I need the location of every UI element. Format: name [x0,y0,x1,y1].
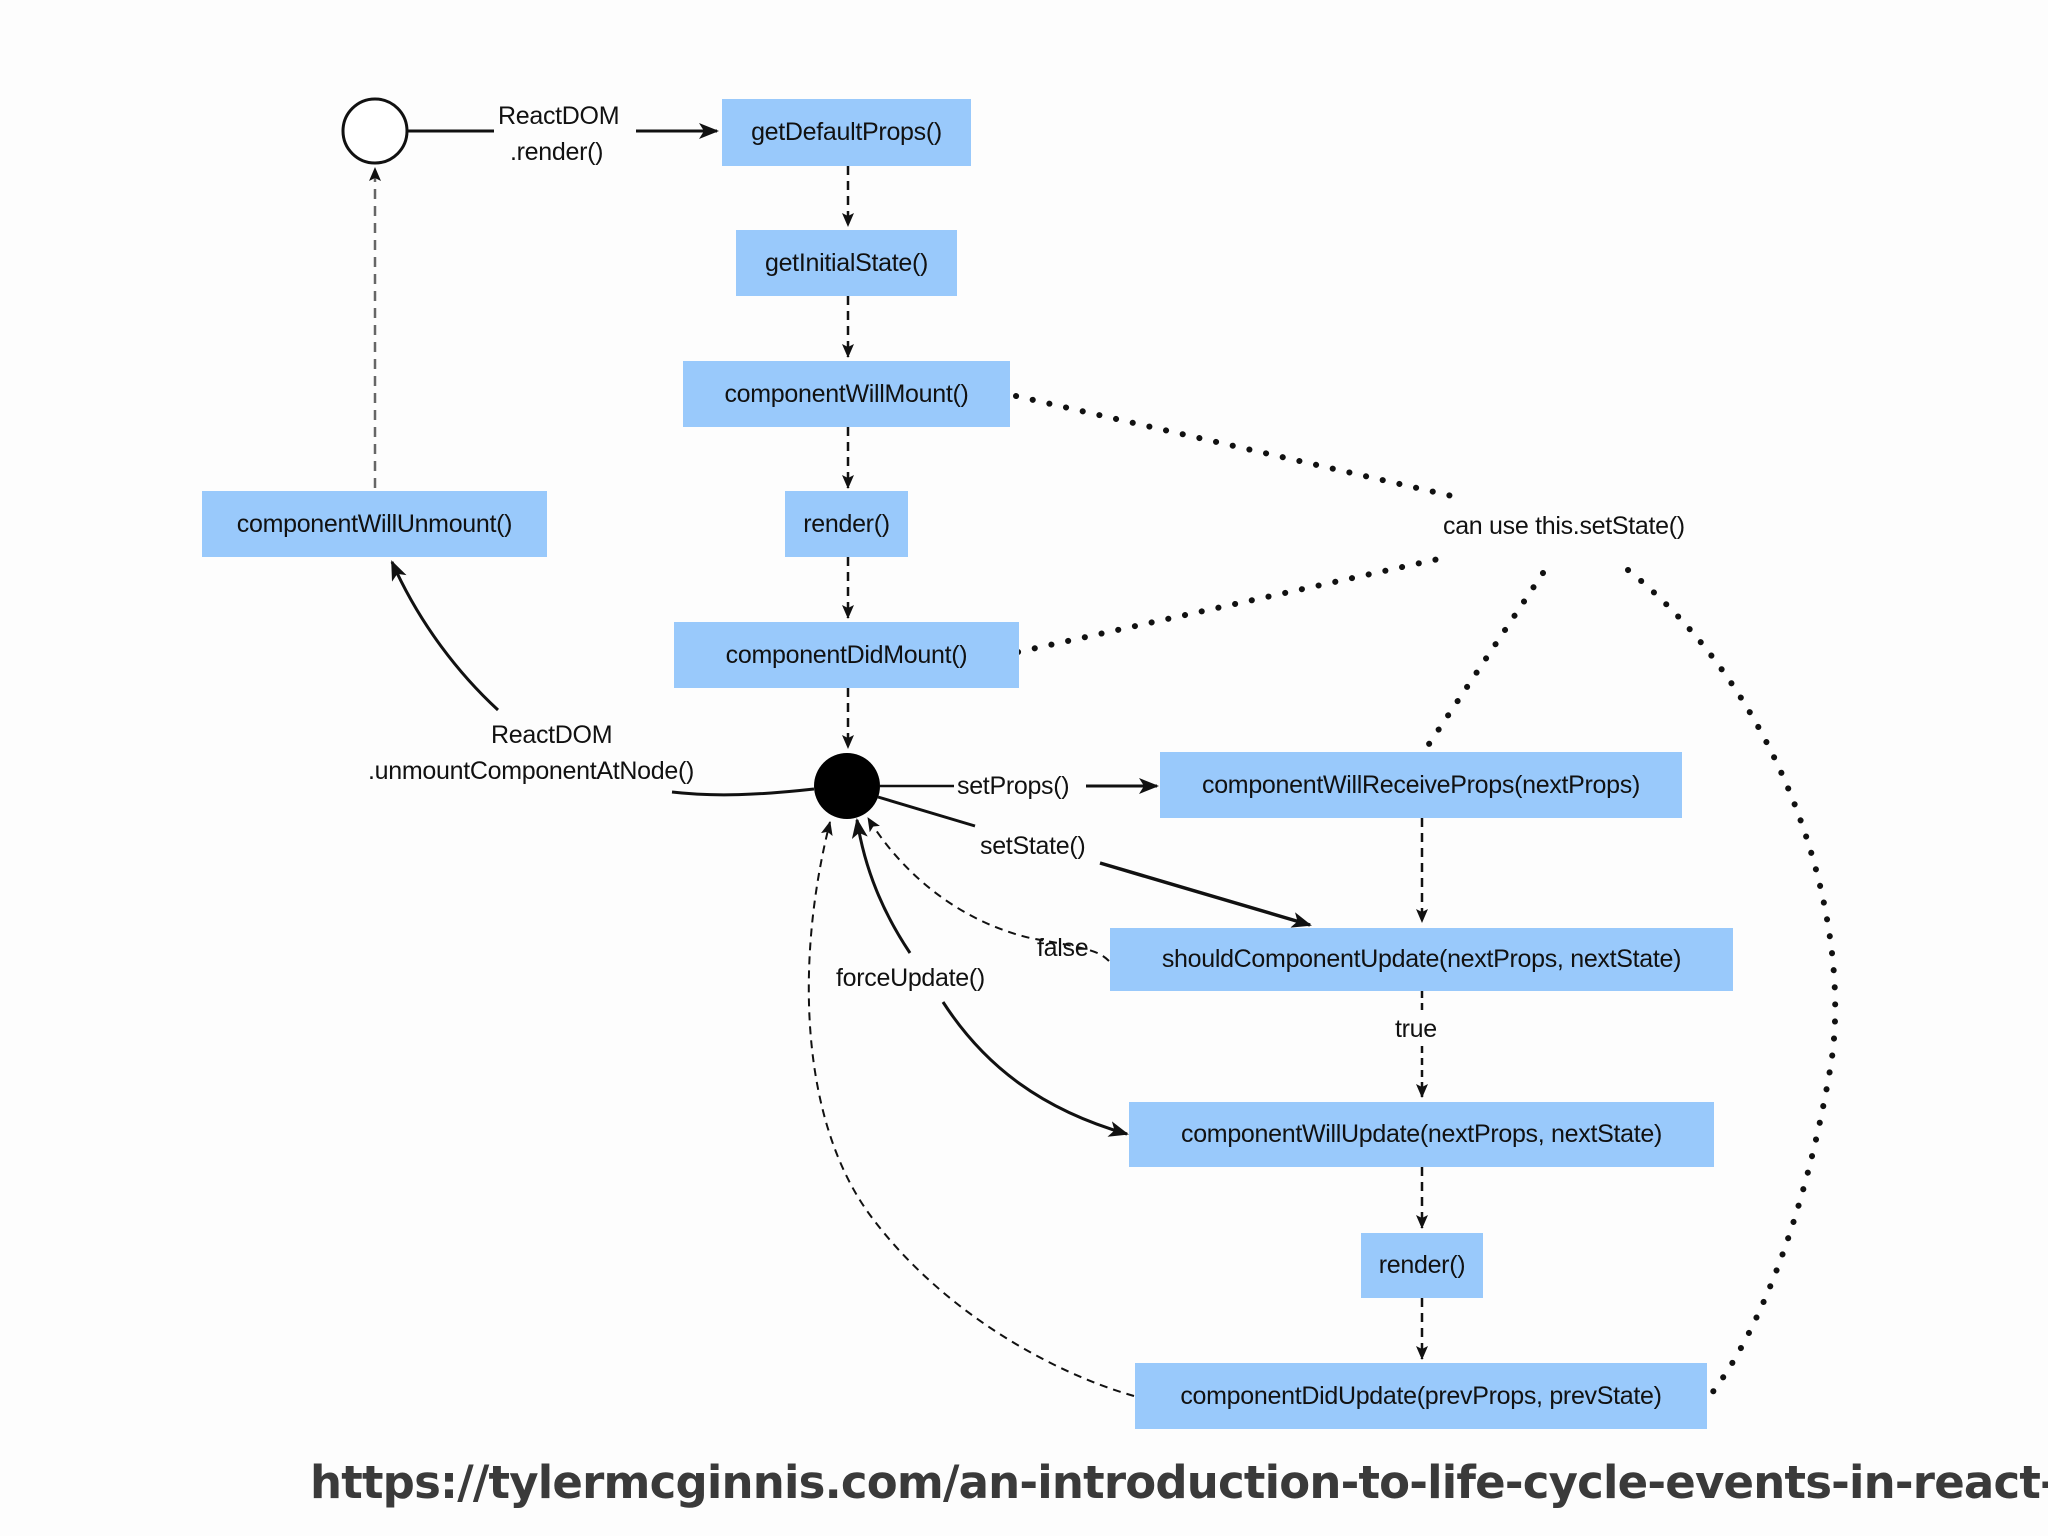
dots-willreceiveprops [1422,570,1546,753]
node-componentwillmount-label: componentWillMount() [724,379,969,408]
edge-didupdate-hub [807,821,1135,1397]
mounted-hub-node [814,753,880,819]
node-componentwillreceiveprops: componentWillReceiveProps(nextProps) [1160,752,1682,818]
label-false: false [1037,934,1089,962]
node-componentdidupdate: componentDidUpdate(prevProps, prevState) [1135,1363,1707,1429]
node-render-update-label: render() [1378,1251,1466,1279]
edge-forceupdate-willupdate [941,1001,1129,1137]
label-reactdom-unmount-line2: .unmountComponentAtNode() [368,757,695,785]
node-getinitialstate: getInitialState() [736,230,957,296]
annotation-can-use-setstate: can use this.setState() [1443,512,1685,540]
dots-willmount [1013,393,1455,499]
dots-didupdate [1625,567,1839,1396]
node-render-update: render() [1361,1233,1483,1298]
edge-forceupdate-hub [851,818,912,954]
node-componentwillreceiveprops-label: componentWillReceiveProps(nextProps) [1202,770,1640,799]
node-getdefaultprops-label: getDefaultProps() [751,118,942,146]
label-true: true [1395,1015,1437,1043]
label-reactdom-unmount: ReactDOM .unmountComponentAtNode() [368,717,694,789]
node-getinitialstate-label: getInitialState() [764,248,929,277]
node-getdefaultprops: getDefaultProps() [722,99,971,166]
label-reactdom-render-line2: .render() [510,138,604,166]
edge-hub-unmount [671,787,815,797]
label-setstate: setState() [980,832,1086,860]
edge-hub-setstate [877,795,976,828]
node-componentwillunmount-label: componentWillUnmount() [236,509,513,538]
node-render-mount: render() [785,491,908,557]
node-componentwillupdate-label: componentWillUpdate(nextProps, nextState… [1181,1120,1662,1148]
node-componentwillmount: componentWillMount() [683,361,1010,427]
node-render-mount-label: render() [803,509,890,538]
label-reactdom-unmount-line1: ReactDOM [491,721,613,749]
node-componentwillupdate: componentWillUpdate(nextProps, nextState… [1129,1102,1714,1167]
setstate-dotted-connectors [1013,393,1839,1396]
edge-shouldupdate-false-hub [867,817,1110,962]
dots-didmount [1015,553,1455,655]
edge-setstate-shouldupdate [1099,861,1312,928]
label-setprops: setProps() [957,772,1070,800]
start-node [341,97,409,165]
node-componentdidmount-label: componentDidMount() [725,640,968,669]
edge-unmount-willunmount [390,560,500,712]
label-reactdom-render-line1: ReactDOM [498,102,620,130]
node-shouldcomponentupdate: shouldComponentUpdate(nextProps, nextSta… [1110,928,1733,991]
node-componentdidupdate-label: componentDidUpdate(prevProps, prevState) [1180,1381,1662,1410]
label-reactdom-render: ReactDOM .render() [498,98,620,170]
label-forceupdate: forceUpdate() [836,964,985,992]
node-componentwillunmount: componentWillUnmount() [202,491,547,557]
source-url-caption: https://tylermcginnis.com/an-introductio… [310,1456,2048,1509]
node-componentdidmount: componentDidMount() [674,622,1019,688]
node-shouldcomponentupdate-label: shouldComponentUpdate(nextProps, nextSta… [1161,945,1682,973]
